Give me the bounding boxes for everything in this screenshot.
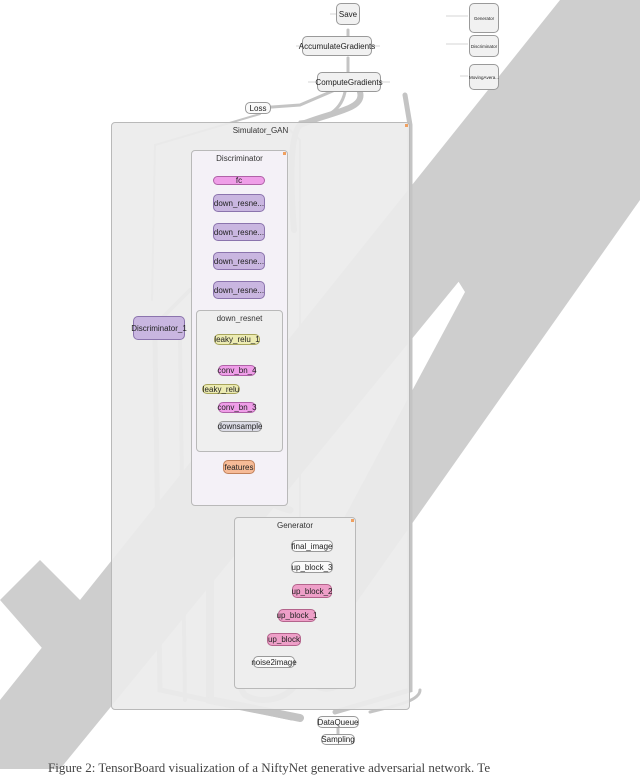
- loss-node[interactable]: Loss: [245, 102, 271, 114]
- up-block-3-node[interactable]: up_block_3: [291, 561, 333, 573]
- fc-node[interactable]: fc: [213, 176, 265, 185]
- conv-bn-4-node[interactable]: conv_bn_4: [217, 365, 257, 376]
- simulator-gan-title: Simulator_GAN: [232, 126, 289, 135]
- compute-gradients-node[interactable]: ComputeGradients: [315, 72, 383, 92]
- thin-connectors: [296, 13, 468, 83]
- discriminator-corner-marker: [283, 152, 286, 155]
- accumulate-gradients-node[interactable]: AccumulateGradients: [299, 36, 375, 56]
- down-resnet-block-4[interactable]: down_resne...: [213, 281, 265, 299]
- discriminator-title: Discriminator: [216, 154, 263, 163]
- discriminator-side-node[interactable]: Discriminator: [469, 35, 499, 57]
- moving-average-side-node[interactable]: MovingAvera...: [469, 64, 499, 90]
- leaky-relu-node[interactable]: leaky_relu: [202, 384, 240, 394]
- downsample-node[interactable]: downsample: [217, 421, 263, 432]
- sampling-node[interactable]: Sampling: [321, 734, 355, 745]
- discriminator-1-node[interactable]: Discriminator_1: [131, 316, 187, 340]
- up-block-2-node[interactable]: up_block_2: [292, 584, 332, 598]
- simulator-corner-marker: [405, 124, 408, 127]
- up-block-node[interactable]: up_block: [267, 633, 301, 646]
- generator-side-node[interactable]: Generator: [469, 3, 499, 33]
- noise2image-node[interactable]: noise2image: [251, 656, 297, 668]
- down-resnet-block-2[interactable]: down_resne...: [213, 223, 265, 241]
- leaky-relu-1-node[interactable]: leaky_relu_1: [214, 334, 260, 345]
- down-resnet-group[interactable]: down_resnet: [196, 310, 283, 452]
- figure-caption: Figure 2: TensorBoard visualization of a…: [48, 760, 491, 775]
- down-resnet-block-3[interactable]: down_resne...: [213, 252, 265, 270]
- save-node[interactable]: Save: [336, 3, 360, 25]
- down-resnet-title: down_resnet: [216, 314, 263, 323]
- down-resnet-block-1[interactable]: down_resne...: [213, 194, 265, 212]
- features-node[interactable]: features: [223, 460, 255, 474]
- generator-corner-marker: [351, 519, 354, 522]
- data-queue-node[interactable]: DataQueue: [317, 716, 359, 728]
- final-image-node[interactable]: final_image: [291, 540, 333, 552]
- generator-title: Generator: [276, 521, 314, 530]
- up-block-1-node[interactable]: up_block_1: [276, 609, 318, 622]
- conv-bn-3-node[interactable]: conv_bn_3: [217, 402, 257, 413]
